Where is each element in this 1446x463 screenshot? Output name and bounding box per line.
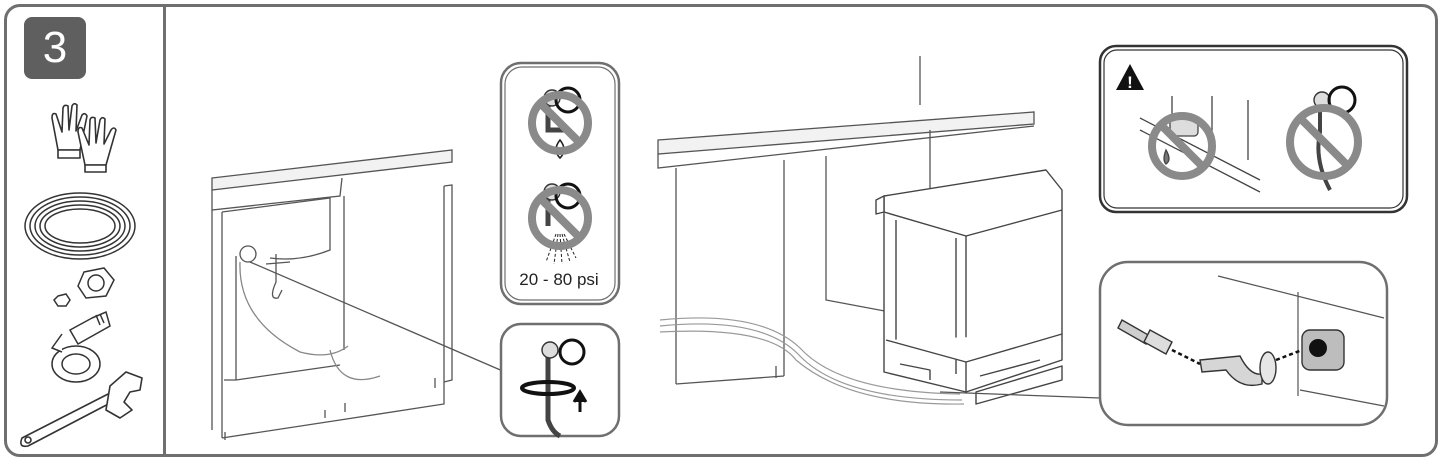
connection-guide-line-2 xyxy=(1275,348,1303,362)
hose-coil-icon xyxy=(24,192,136,260)
nut-fittings-icon xyxy=(53,267,115,307)
pressure-range-label: 20 - 80 psi xyxy=(519,270,599,289)
svg-text:!: ! xyxy=(1127,73,1133,92)
connection-guide-line xyxy=(1171,348,1201,366)
instruction-frame xyxy=(4,4,1438,457)
dishwasher xyxy=(875,169,1063,405)
sink-cabinet xyxy=(211,149,453,440)
warning-icon: ! xyxy=(1116,64,1144,92)
step-number-badge: 3 xyxy=(24,17,86,79)
fitting-detail-panel xyxy=(1098,260,1389,427)
hose-end-icon xyxy=(1117,319,1173,355)
gloves-icon xyxy=(51,102,117,173)
high-pressure-prohibited-icon xyxy=(528,182,592,265)
wrench-icon xyxy=(20,371,143,448)
elbow-fitting-icon xyxy=(50,310,111,383)
tools-divider xyxy=(163,6,166,455)
supply-hose xyxy=(659,317,965,405)
callout-line-fitting xyxy=(939,391,1101,399)
leak-prohibited-icon xyxy=(1139,96,1261,193)
dishwasher-inlet-icon xyxy=(1301,329,1345,371)
kinked-hose-prohibited-icon xyxy=(1286,85,1362,191)
elbow-connector-icon xyxy=(1199,351,1277,387)
valve-open-panel xyxy=(499,322,621,439)
counter-cabinet xyxy=(657,56,1035,385)
warning-panel xyxy=(1098,44,1409,214)
callout-line-sink xyxy=(249,261,506,373)
low-pressure-prohibited-icon xyxy=(528,86,592,160)
